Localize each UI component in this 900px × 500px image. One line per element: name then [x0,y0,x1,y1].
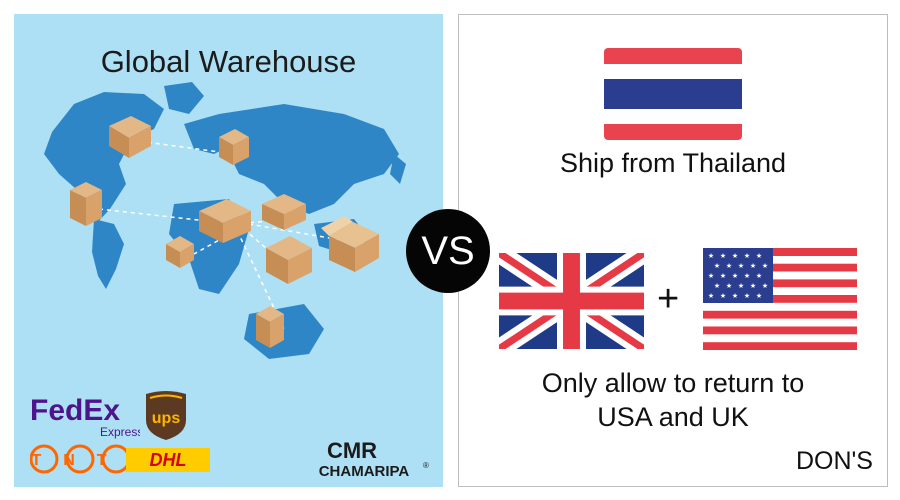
plus-sign: + [657,278,680,320]
svg-text:★: ★ [714,262,720,270]
svg-text:★: ★ [720,252,726,260]
continent-greenland [164,82,204,114]
svg-text:★: ★ [762,262,768,270]
parcel-box [199,199,251,243]
svg-text:★: ★ [738,282,744,290]
panel-title: Global Warehouse [100,44,357,79]
tnt-wordmark: TNT [31,452,128,469]
svg-text:★: ★ [744,252,750,260]
ship-caption: Ship from Thailand [559,148,787,178]
brand-top-text: CMR [327,438,377,463]
return-caption-line2: USA and UK [597,402,749,432]
svg-text:★: ★ [726,262,732,270]
tnt-logo: TNT [29,444,131,479]
continent-north-america [44,92,164,224]
parcel-box [321,216,379,272]
ups-wordmark: ups [152,410,181,427]
fedex-wordmark: FedEx [30,394,120,427]
registered-mark: ® [423,461,429,470]
parcel-box [256,306,284,348]
parcel-box [70,182,102,226]
parcel-box [262,194,306,230]
parcel-boxes [70,116,379,348]
fedex-express-text: Express [100,425,140,439]
continent-japan [390,154,406,184]
svg-text:★: ★ [750,262,756,270]
svg-text:★: ★ [726,282,732,290]
svg-text:★: ★ [744,272,750,280]
global-warehouse-panel: Global Warehouse [14,14,443,487]
svg-text:★: ★ [732,252,738,260]
svg-text:★: ★ [714,282,720,290]
svg-text:★: ★ [756,292,762,300]
svg-text:★: ★ [738,262,744,270]
svg-text:★: ★ [732,292,738,300]
dhl-wordmark: DHL [150,450,187,470]
svg-text:★: ★ [708,272,714,280]
svg-text:★: ★ [708,292,714,300]
svg-text:★: ★ [732,272,738,280]
svg-text:★: ★ [720,292,726,300]
brand-bottom-text: CHAMARIPA [319,463,410,480]
usa-flag: ★★★★★ ★★★★★ ★★★★★ ★★★★★ ★★★★★ [703,248,857,350]
return-caption-line1: Only allow to return to [541,368,805,398]
continent-south-america [92,219,124,289]
svg-text:★: ★ [756,252,762,260]
parcel-box [166,236,194,268]
fedex-logo: FedEx Express [30,392,143,447]
svg-text:★: ★ [762,282,768,290]
svg-text:★: ★ [756,272,762,280]
svg-text:★: ★ [708,252,714,260]
ship-from-thailand-panel: Ship from Thailand + ★★★★★ ★★★★★ ★★★★★ ★… [458,14,888,487]
parcel-box [109,116,151,158]
dons-watermark: DON'S [795,447,873,475]
svg-text:★: ★ [744,292,750,300]
continent-asia [219,104,399,214]
parcel-box [219,129,249,165]
svg-text:★: ★ [750,282,756,290]
thailand-flag [604,48,742,140]
chamaripa-logo: CMR CHAMARIPA ® [302,438,432,487]
ups-logo: ups [144,390,188,447]
parcel-box [266,236,312,284]
dhl-logo: DHL [126,448,210,477]
vs-badge: VS [406,209,490,293]
uk-flag [499,253,644,349]
svg-text:★: ★ [720,272,726,280]
world-map-illustration [44,82,406,359]
